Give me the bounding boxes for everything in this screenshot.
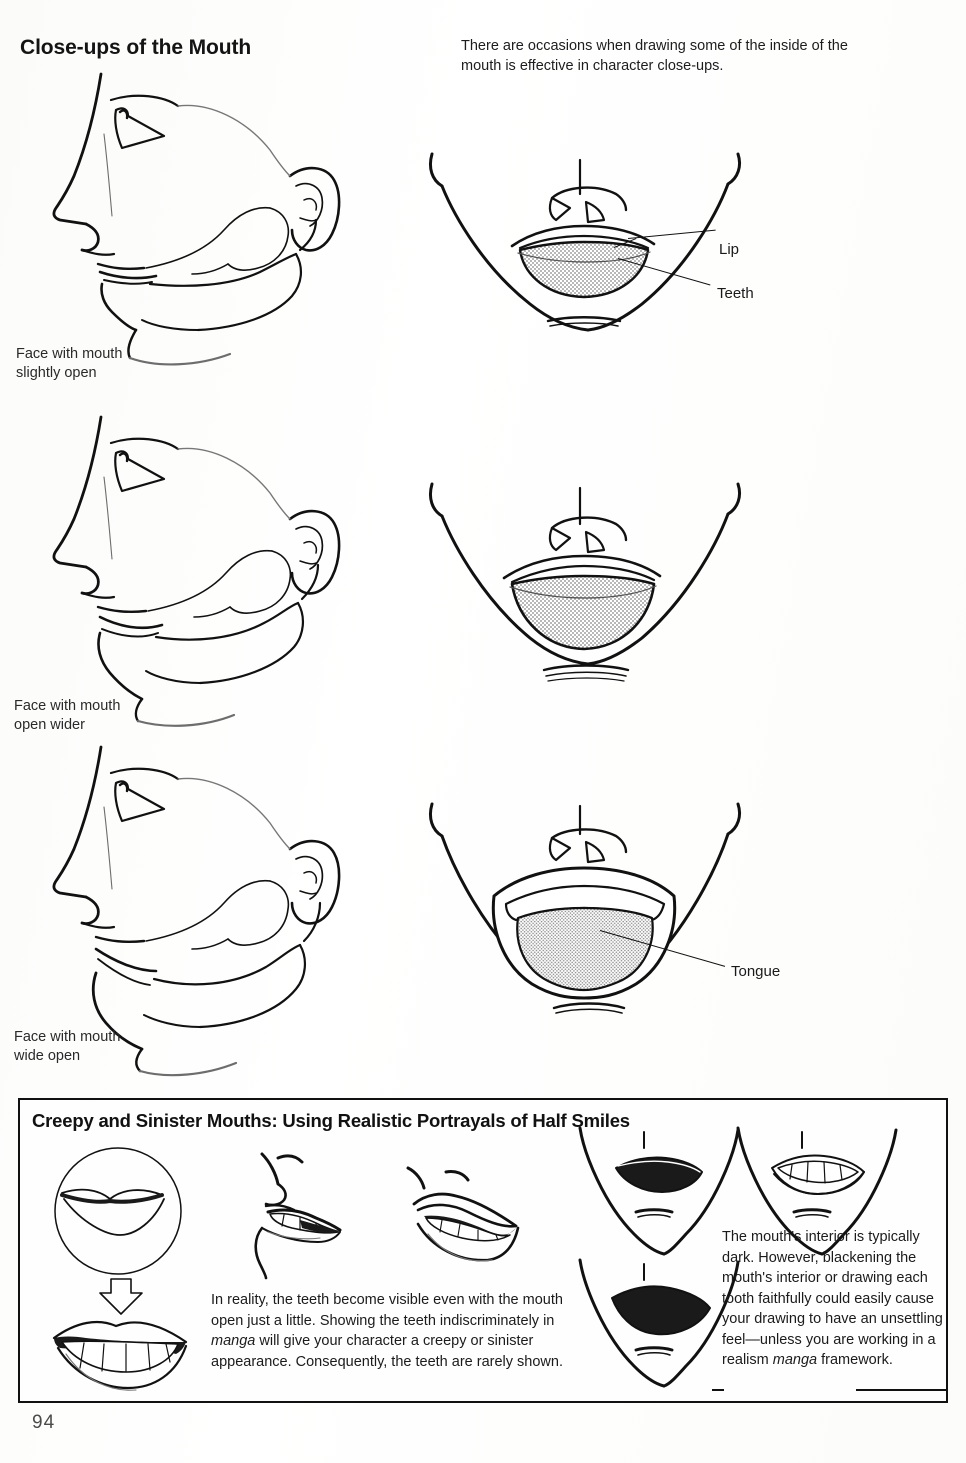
figure-chin-with-dark-mouth-interior (566, 1124, 746, 1284)
page-number: 94 (32, 1412, 56, 1433)
figure-face-profile-mouth-slightly-open (38, 72, 348, 366)
caption-face-open-wider: Face with mouth open wider (14, 697, 120, 735)
caption-line-1: Face with mouth (14, 698, 121, 714)
panel-rule-left (712, 1389, 724, 1391)
panel-title: Creepy and Sinister Mouths: Using Realis… (32, 1110, 630, 1131)
caption-line-1: Face with mouth (16, 346, 123, 362)
page-title: Close-ups of the Mouth (20, 36, 252, 59)
panel-right-paragraph: The mouth's interior is typically dark. … (722, 1227, 944, 1371)
figure-face-profile-mouth-wide-open (38, 745, 348, 1077)
figure-smile-showing-teeth (40, 1310, 200, 1400)
paragraph-emphasis: manga (772, 1352, 818, 1368)
paragraph-emphasis: manga (211, 1333, 256, 1349)
figure-down-arrow (96, 1277, 146, 1317)
caption-line-2: open wider (14, 717, 85, 733)
caption-line-2: slightly open (16, 365, 97, 381)
paragraph-part-2: framework. (817, 1352, 893, 1368)
figure-chin-with-dark-open-mouth (566, 1256, 746, 1406)
figure-closed-lips-in-circle (52, 1145, 184, 1277)
intro-text: There are occasions when drawing some of… (461, 38, 848, 74)
figure-chin-with-each-tooth-drawn (724, 1124, 904, 1284)
caption-line-2: wide open (14, 1048, 81, 1064)
figure-front-mouth-open-wider (420, 480, 760, 682)
caption-face-slightly-open: Face with mouth slightly open (16, 345, 122, 383)
callout-label-tongue: Tongue (731, 963, 781, 980)
paragraph-part-1: In reality, the teeth become visible eve… (211, 1292, 563, 1329)
figure-three-quarter-mouth-teeth (240, 1148, 370, 1280)
figure-front-mouth-wide-open-tongue (420, 800, 760, 1030)
panel-rule-right (856, 1389, 948, 1391)
paragraph-part-1: The mouth's interior is typically dark. … (722, 1229, 943, 1368)
paragraph-part-2: will give your character a creepy or sin… (211, 1333, 563, 1370)
figure-face-profile-mouth-open-wider (38, 415, 348, 727)
panel-left-paragraph: In reality, the teeth become visible eve… (211, 1290, 593, 1372)
caption-line-1: Face with mouth (14, 1029, 121, 1045)
figure-front-mouth-slightly-open (420, 150, 760, 350)
callout-label-teeth: Teeth (717, 285, 754, 302)
callout-label-lip: Lip (719, 241, 740, 258)
caption-face-wide-open: Face with mouth wide open (14, 1028, 120, 1066)
figure-angled-mouth-teeth (400, 1160, 540, 1280)
